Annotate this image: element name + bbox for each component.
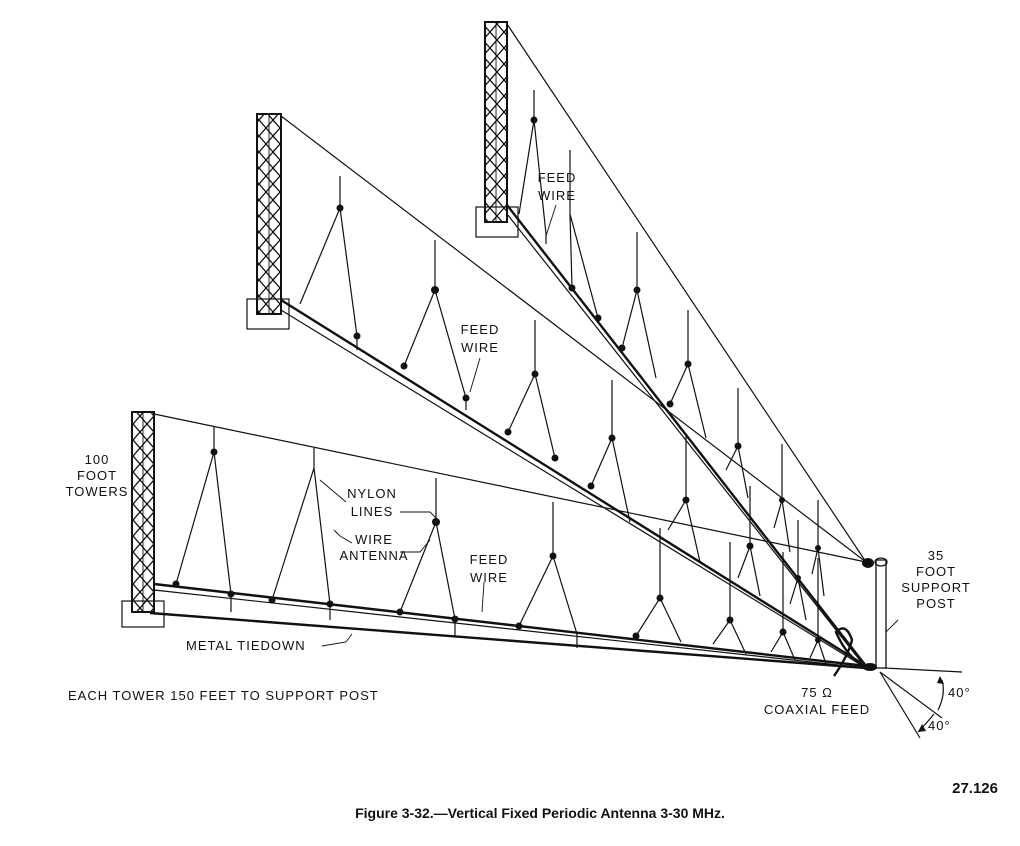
tower-left [121, 411, 165, 628]
label-angle-upper: 40° [948, 685, 971, 700]
tower-middle [246, 113, 290, 330]
svg-text:SUPPORT: SUPPORT [901, 580, 971, 595]
coaxial-feed [833, 627, 867, 677]
svg-text:FEED: FEED [470, 552, 509, 567]
catenary-lines [153, 23, 867, 563]
label-feed-wire-mid: FEED WIRE [461, 322, 500, 355]
label-tower-distance: EACH TOWER 150 FEET TO SUPPORT POST [68, 688, 379, 703]
antenna-elements-upper [518, 90, 825, 597]
metal-tiedown [149, 611, 867, 670]
label-metal-tiedown: METAL TIEDOWN [186, 638, 306, 653]
svg-text:FEED: FEED [461, 322, 500, 337]
svg-text:POST: POST [916, 596, 955, 611]
svg-text:COAXIAL FEED: COAXIAL FEED [764, 702, 870, 717]
svg-text:75 Ω: 75 Ω [801, 685, 833, 700]
support-post [862, 557, 888, 671]
svg-text:FOOT: FOOT [77, 468, 117, 483]
svg-text:100: 100 [85, 452, 110, 467]
antenna-elements-lower [172, 426, 827, 665]
label-feed-wire-top: FEED WIRE [538, 170, 577, 203]
label-angle-lower: 40° [928, 718, 951, 733]
figure-caption: Figure 3-32.—Vertical Fixed Periodic Ant… [355, 805, 725, 821]
angle-markers [879, 667, 963, 739]
svg-text:WIRE: WIRE [355, 532, 393, 547]
svg-text:TOWERS: TOWERS [66, 484, 129, 499]
label-nylon-lines: NYLON LINES [347, 486, 397, 519]
antenna-elements-middle [299, 176, 807, 621]
svg-text:LINES: LINES [351, 504, 394, 519]
svg-text:ANTENNA: ANTENNA [339, 548, 408, 563]
svg-text:NYLON: NYLON [347, 486, 397, 501]
label-towers: 100 FOOT TOWERS [66, 452, 129, 499]
tower-right [475, 21, 519, 238]
label-wire-antenna: WIRE ANTENNA [339, 532, 408, 563]
leader-lines [319, 204, 899, 647]
label-coax-feed: 75 Ω COAXIAL FEED [764, 685, 870, 717]
label-feed-wire-low: FEED WIRE [470, 552, 509, 585]
svg-text:WIRE: WIRE [538, 188, 576, 203]
svg-text:WIRE: WIRE [461, 340, 499, 355]
label-support-post: 35 FOOT SUPPORT POST [901, 548, 971, 611]
svg-text:FOOT: FOOT [916, 564, 956, 579]
svg-text:WIRE: WIRE [470, 570, 508, 585]
svg-text:FEED: FEED [538, 170, 577, 185]
figure-number: 27.126 [952, 780, 998, 797]
svg-text:35: 35 [928, 548, 944, 563]
